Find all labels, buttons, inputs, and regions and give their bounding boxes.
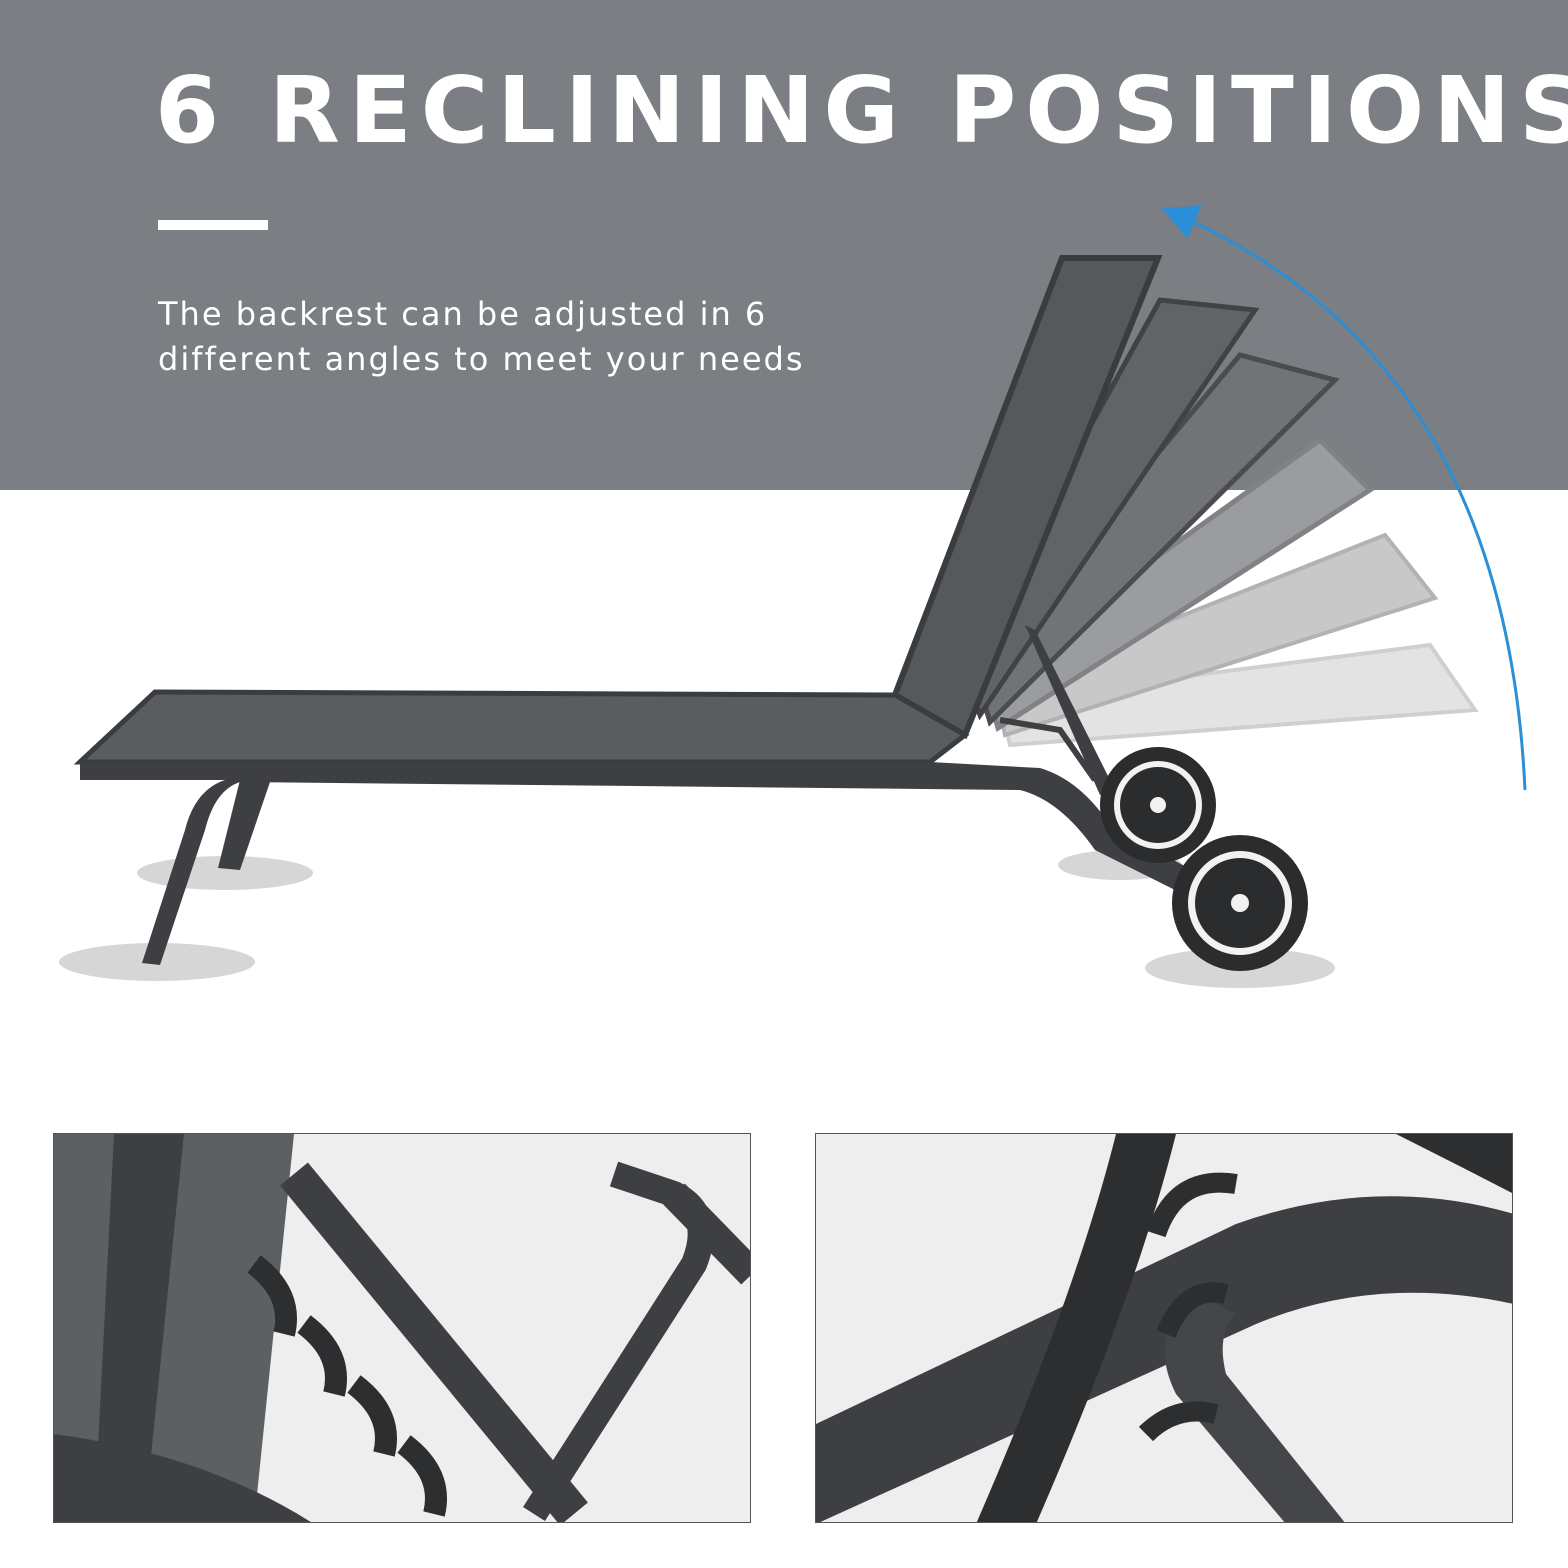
recline-arrow: [1161, 205, 1527, 791]
feature-description: The backrest can be adjusted in 6 differ…: [158, 292, 878, 382]
chair-leg: [218, 780, 270, 870]
detail-image-hook-joint: [815, 1133, 1513, 1523]
description-line: different angles to meet your needs: [158, 340, 805, 378]
title-divider: [158, 220, 268, 230]
seat-sling: [73, 689, 970, 765]
backrest-bracket: [1025, 625, 1115, 795]
backrest-bracket: [999, 717, 1098, 782]
wheel-front: [1172, 835, 1308, 971]
wheel-rear: [1100, 747, 1216, 863]
page-title: 6 RECLINING POSITIONS: [155, 57, 1568, 164]
chaise-lounge-illustration: [59, 205, 1527, 988]
description-line: The backrest can be adjusted in 6: [158, 295, 768, 333]
detail-image-adjuster-rack: [53, 1133, 751, 1523]
backrest-positions: [891, 255, 1479, 748]
